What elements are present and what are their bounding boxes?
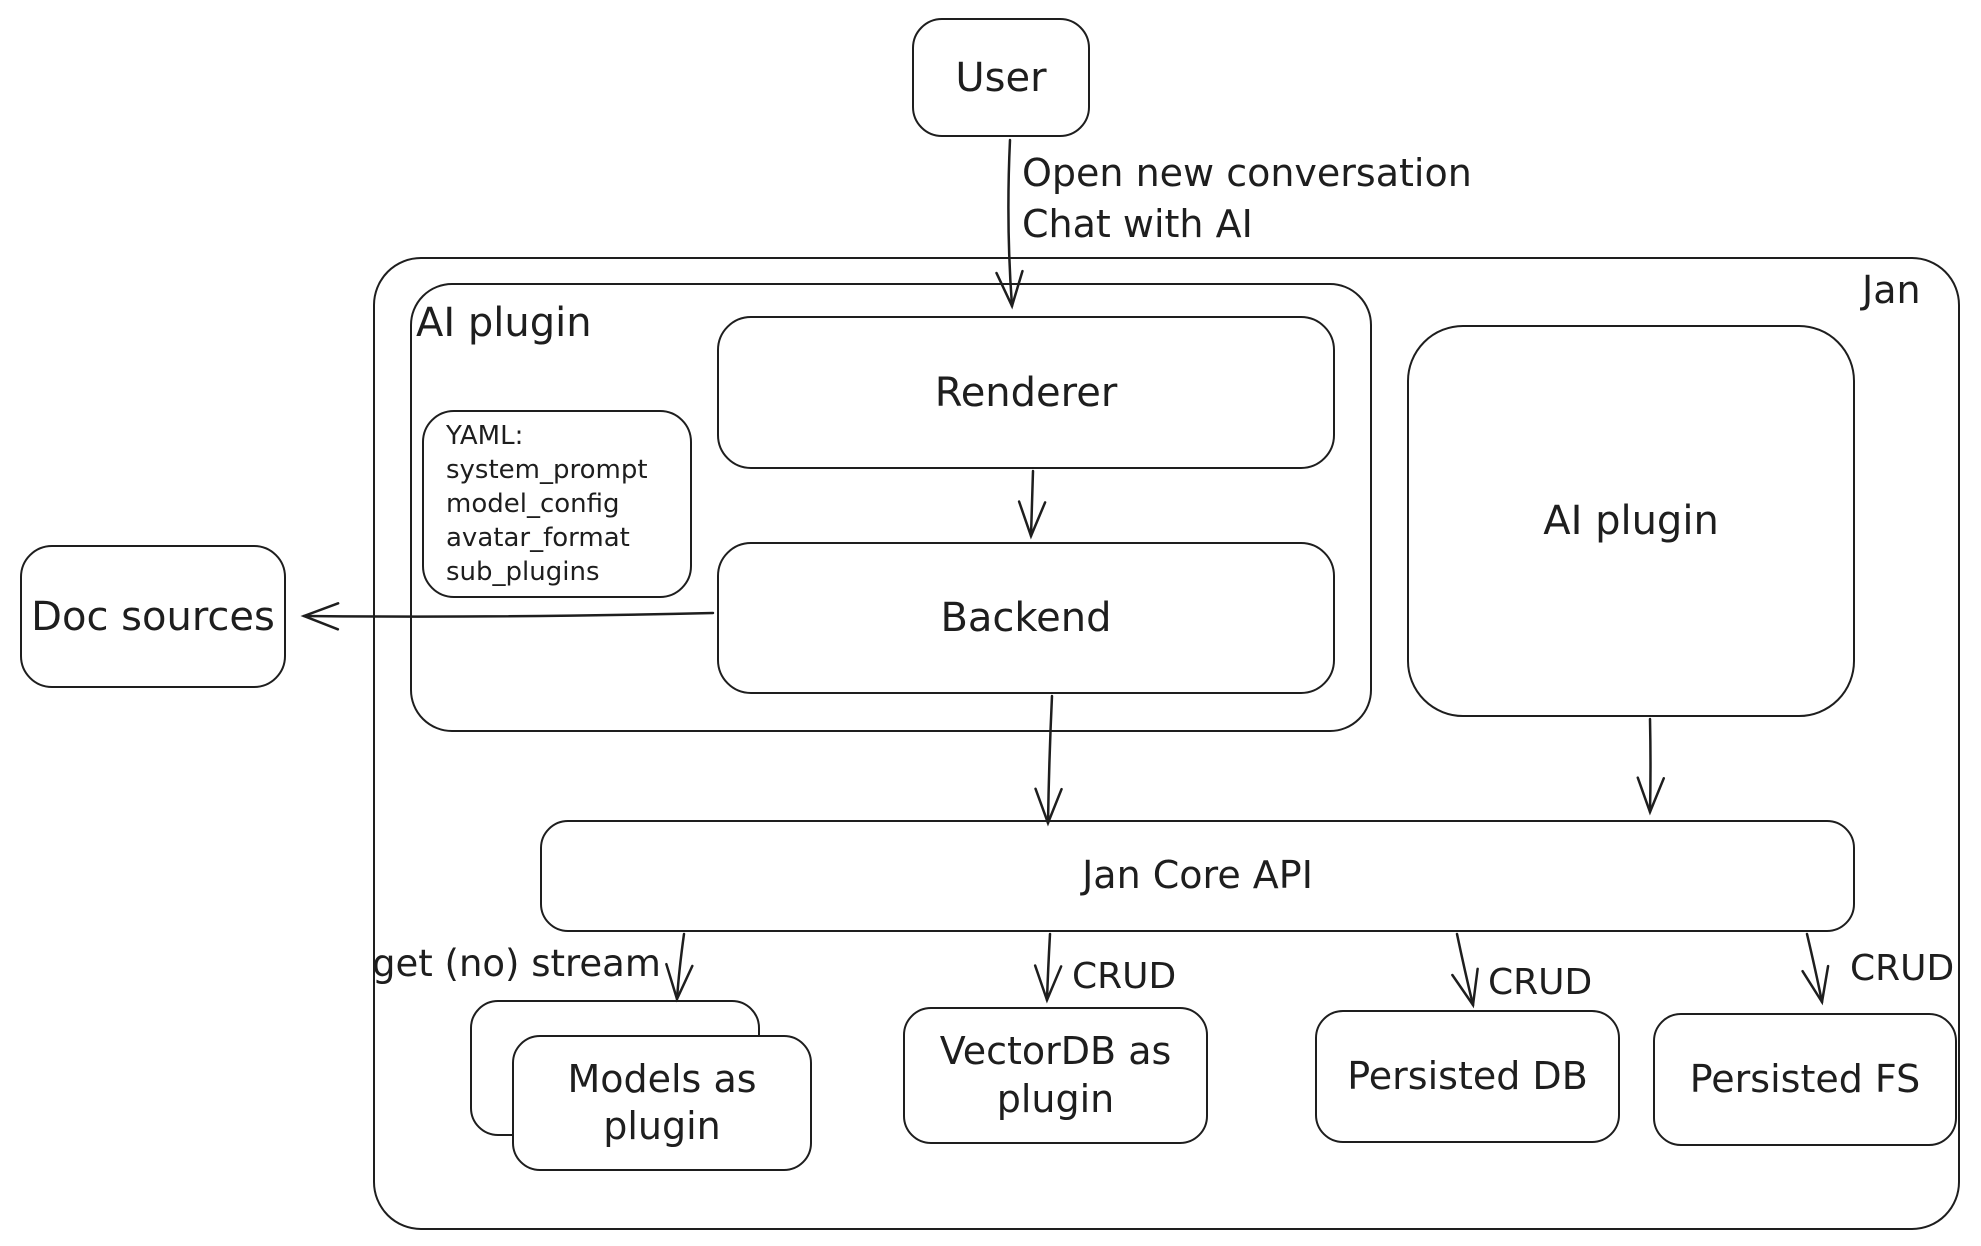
models-as-plugin-box: Models as plugin xyxy=(512,1035,812,1171)
user-arrow-label: Open new conversation Chat with AI xyxy=(1022,148,1472,250)
user-box: User xyxy=(912,18,1090,137)
yaml-note-line: sub_plugins xyxy=(446,557,600,587)
renderer-label: Renderer xyxy=(934,369,1118,416)
persisted-db-label: Persisted DB xyxy=(1347,1053,1588,1098)
yaml-note-line: system_prompt xyxy=(446,455,648,485)
user-label: User xyxy=(955,54,1047,101)
backend-label: Backend xyxy=(940,595,1112,641)
yaml-note-line: model_config xyxy=(446,489,620,519)
backend-box: Backend xyxy=(717,542,1335,694)
crud-persisted-fs-edge-label: CRUD xyxy=(1850,948,1955,989)
jan-core-api-label: Jan Core API xyxy=(1082,853,1313,898)
vectordb-as-plugin-label: VectorDB as plugin xyxy=(939,1029,1172,1121)
jan-container xyxy=(373,257,1960,1230)
models-as-plugin-label: Models as plugin xyxy=(567,1056,757,1149)
yaml-note-line: avatar_format xyxy=(446,523,630,553)
ai-plugin-container-label: AI plugin xyxy=(416,300,592,346)
yaml-config-note: YAML: system_prompt model_config avatar_… xyxy=(422,410,692,598)
user-arrow-label-line2: Chat with AI xyxy=(1022,202,1253,246)
jan-core-api-box: Jan Core API xyxy=(540,820,1855,932)
persisted-fs-box: Persisted FS xyxy=(1653,1013,1957,1146)
vectordb-as-plugin-box: VectorDB as plugin xyxy=(903,1007,1208,1144)
ai-plugin-box-label: AI plugin xyxy=(1543,498,1719,544)
jan-container-label: Jan xyxy=(1862,268,1921,312)
crud-vectordb-edge-label: CRUD xyxy=(1072,956,1177,997)
yaml-note-line: YAML: xyxy=(446,421,524,451)
get-no-stream-edge-label: get (no) stream xyxy=(372,942,661,985)
doc-sources-label: Doc sources xyxy=(31,593,275,640)
ai-plugin-container xyxy=(410,283,1372,732)
persisted-fs-label: Persisted FS xyxy=(1689,1056,1921,1101)
crud-persisted-db-edge-label: CRUD xyxy=(1488,962,1593,1003)
user-arrow-label-line1: Open new conversation xyxy=(1022,151,1472,195)
ai-plugin-box: AI plugin xyxy=(1407,325,1855,717)
renderer-box: Renderer xyxy=(717,316,1335,469)
doc-sources-box: Doc sources xyxy=(20,545,286,688)
persisted-db-box: Persisted DB xyxy=(1315,1010,1620,1143)
